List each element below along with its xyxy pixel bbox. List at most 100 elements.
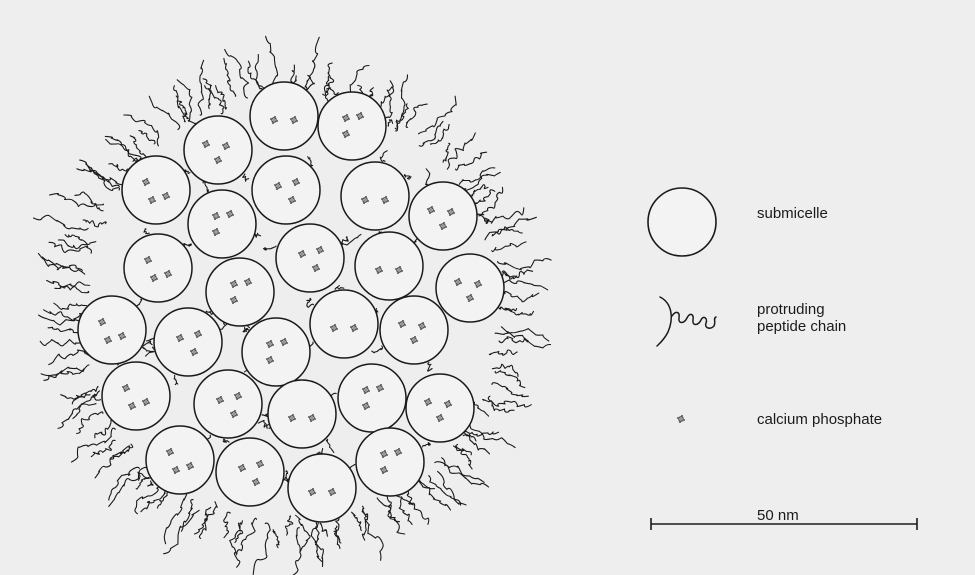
legend-graphics [648,188,917,530]
peptide-chain [253,523,270,574]
peptide-chain [258,420,267,428]
peptide-chain [205,86,224,114]
peptide-chain [58,240,95,249]
peptide-chain [224,58,236,96]
peptide-chain [342,237,348,245]
peptide-chain [48,327,78,333]
peptide-chain [106,139,142,163]
peptide-chain [404,175,411,179]
submicelle [216,438,284,506]
peptide-chain [419,121,443,146]
peptide-chain [406,104,427,127]
submicelle [356,428,424,496]
peptide-chain [459,168,495,185]
peptide-chain [224,512,231,537]
peptide-chain [492,242,526,252]
peptide-chain [149,96,179,129]
submicelle [355,232,423,300]
peptide-chain [426,169,430,185]
peptide-chain [458,172,500,190]
submicelle [194,370,262,438]
submicelle [102,362,170,430]
peptide-chain [124,115,159,146]
peptide-chain [492,383,528,397]
legend-calcium-phosphate-icon [677,415,685,423]
peptide-chain [423,443,431,447]
peptide-chain [42,257,82,271]
peptide-chain [38,253,84,274]
peptide-chain [34,215,89,230]
scale-bar-label: 50 nm [757,507,799,524]
peptide-chain [95,419,115,438]
peptide-chain [139,131,155,144]
peptide-chain [489,350,517,355]
peptide-chain [308,37,319,89]
peptide-chain [144,229,149,234]
legend-peptide-line1: protruding [757,301,907,318]
legend-peptide-chain-icon [657,297,716,346]
submicelle [124,234,192,302]
submicelle [276,224,344,292]
peptide-chain [456,445,472,469]
submicelle [252,156,320,224]
peptide-chain [130,136,146,157]
calcium-phosphate-dot [677,415,685,423]
peptide-chain [431,125,450,145]
peptide-chain [174,375,178,384]
peptide-chain [40,340,82,346]
peptide-chain [388,120,393,126]
peptide-chain [54,303,87,309]
peptide-chain [372,346,383,353]
peptide-chain [285,516,292,535]
peptide-chain [495,329,549,341]
peptide-chain [502,270,532,278]
peptide-chain [148,481,153,486]
peptide-chain [428,363,432,371]
submicelle [154,308,222,376]
peptide-chain [402,497,429,524]
peptide-chain [223,439,229,442]
submicelle [341,162,409,230]
peptide-chain [479,215,489,223]
submicelles [78,82,504,522]
peptide-chain [352,512,362,530]
submicelle [288,454,356,522]
peptide-chain [438,471,466,505]
peptide-chain [164,510,200,553]
submicelle [242,318,310,386]
peptide-chain [49,350,91,365]
peptide-chain [77,169,119,187]
submicelle [206,258,274,326]
legend-peptide-line2: peptide chain [757,318,907,335]
peptide-chain [442,458,489,487]
peptide-chain [75,192,103,211]
peptide-chain [41,365,89,377]
peptide-chain [395,75,407,129]
peptide-chain [435,462,484,483]
peptide-chain [326,439,333,452]
submicelle [268,380,336,448]
peptide-chain [325,76,329,104]
submicelle [338,364,406,432]
peptide-chain [288,528,301,575]
legend-submicelle-label: submicelle [757,205,828,222]
legend-submicelle-icon [648,188,716,256]
peptide-chain [182,500,194,532]
peptide-chain [296,515,310,551]
peptide-chain [273,530,279,548]
peptide-chain [164,492,187,543]
submicelle [250,82,318,150]
legend-calcium-phosphate-label: calcium phosphate [757,411,882,428]
peptide-chain [320,523,327,536]
peptide-chain [243,174,249,181]
peptide-chain [47,280,89,292]
peptide-chain [456,152,487,170]
peptide-chain [199,508,210,539]
submicelle [78,296,146,364]
peptide-chain [65,235,88,245]
peptide-chain [198,60,203,115]
peptide-chain [203,79,211,109]
peptide-chain [380,151,387,162]
peptide-chain [255,233,260,237]
